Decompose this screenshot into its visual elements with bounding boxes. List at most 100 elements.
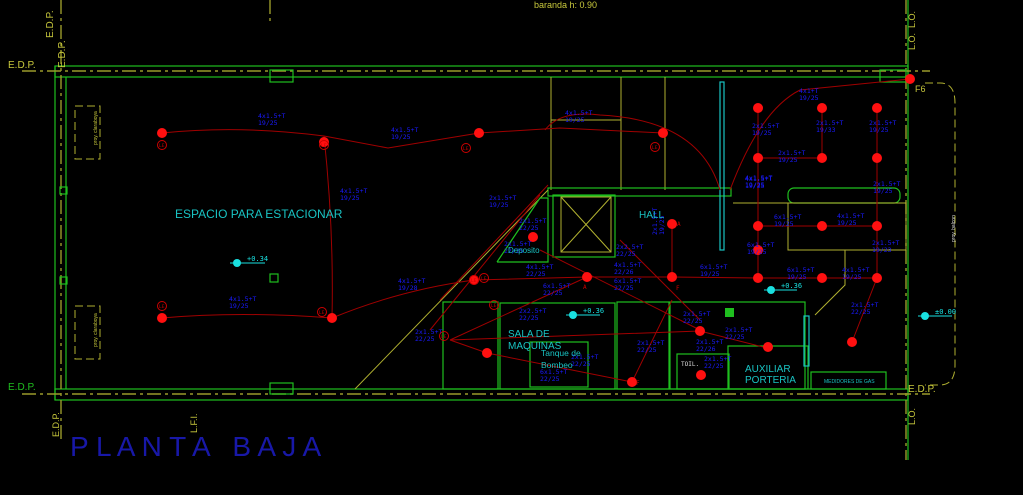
light-point (872, 153, 882, 163)
light-point (695, 326, 705, 336)
light-points (157, 74, 915, 387)
svg-text:LE: LE (321, 143, 327, 149)
light-point (872, 221, 882, 231)
light-point (319, 137, 329, 147)
svg-text:+0.36: +0.36 (583, 307, 604, 315)
edp-label-vertical-1: E.D.P. (45, 10, 56, 38)
svg-text:LE: LE (471, 278, 477, 284)
lo-label-2: L.O. (907, 33, 917, 50)
le-markers: LE LE LE LE LE LE LE LE LE LE (157, 140, 660, 341)
le-marker: LE (319, 140, 329, 150)
room-machine-label-1: SALA DE (508, 329, 550, 340)
f6-label: F6 (915, 84, 926, 94)
le-marker: LE (317, 307, 327, 317)
edp-label-top-left: E.D.P. (8, 60, 36, 71)
le-marker: LE (157, 140, 167, 150)
light-point (667, 219, 677, 229)
edp-label-bottom-right: E.D.P. (908, 384, 936, 395)
lfi-label: L.F.I. (189, 413, 199, 433)
le-marker: LE (439, 331, 449, 341)
electrical-wiring (161, 78, 911, 383)
level-marker-street: ±0.00 (918, 308, 956, 320)
skylight-note-bottom: proy. claraboya (93, 313, 99, 347)
a-mark-1: A (677, 221, 681, 228)
light-point (528, 232, 538, 242)
light-point (905, 74, 915, 84)
skylight-note-top: proy. claraboya (93, 111, 99, 145)
a-mark-2: A (583, 284, 587, 291)
level-marker-right: +0.36 (764, 282, 802, 294)
room-porter-label-2: PORTERIA (745, 375, 796, 386)
svg-text:LE: LE (159, 304, 165, 310)
svg-text:LE: LE (441, 334, 447, 340)
light-point (872, 103, 882, 113)
le-marker: LE (479, 273, 489, 283)
svg-text:±0.00: ±0.00 (935, 308, 956, 316)
svg-text:+0.34: +0.34 (247, 255, 268, 263)
le-marker: LE (469, 275, 479, 285)
svg-text:LE: LE (159, 143, 165, 149)
light-point (753, 153, 763, 163)
le-marker: LE (489, 300, 499, 310)
le-marker: LE (650, 142, 660, 152)
edp-label-vertical-bottom: E.D.P. (51, 412, 61, 437)
light-point (817, 273, 827, 283)
room-parking-label: ESPACIO PARA ESTACIONAR (175, 207, 343, 221)
room-gas-meters-label: MEDIDORES DE GAS (824, 379, 875, 385)
light-point (157, 128, 167, 138)
f-mark-1: F (676, 285, 680, 292)
room-porter-label-1: AUXILIAR (745, 364, 791, 375)
le-marker: LE (157, 301, 167, 311)
light-point (847, 337, 857, 347)
room-machine-label-2: MAQUINAS (508, 341, 562, 352)
svg-text:LE: LE (652, 145, 658, 151)
lo-label-3: L.O. (907, 408, 917, 425)
balcony-note: proy. balcon (951, 215, 957, 242)
light-point (763, 342, 773, 352)
light-point (482, 348, 492, 358)
light-point (753, 103, 763, 113)
light-point (817, 103, 827, 113)
svg-text:LE: LE (481, 276, 487, 282)
room-toilet-label: TOIL. (681, 361, 699, 368)
svg-text:LE: LE (491, 303, 497, 309)
light-point (753, 221, 763, 231)
light-point (327, 313, 337, 323)
edp-label-vertical-2: E.D.P. (57, 40, 68, 68)
light-point (753, 245, 763, 255)
room-tank-label-2: Bombeo (541, 360, 573, 370)
room-deposit-label: Deposito (508, 246, 540, 255)
light-point (667, 272, 677, 282)
svg-text:LE: LE (463, 146, 469, 152)
light-point (753, 273, 763, 283)
